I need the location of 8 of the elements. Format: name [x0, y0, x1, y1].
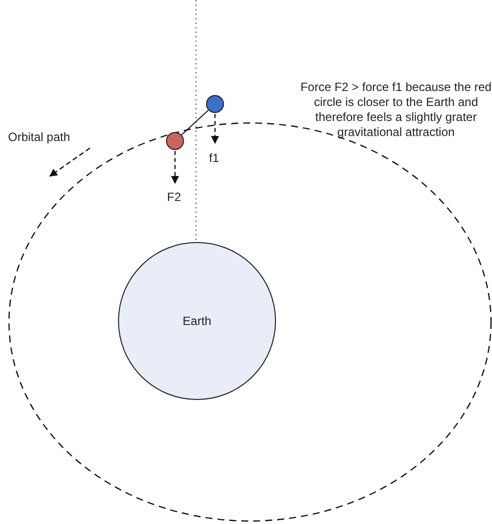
mass-circle: [206, 95, 224, 113]
connector-line: [181, 110, 209, 136]
orbit-label: Orbital path: [8, 130, 70, 145]
planet-label: Earth: [182, 314, 212, 328]
force-label: F2: [167, 190, 182, 205]
mass-circle: [166, 132, 184, 150]
force-label: f1: [209, 151, 220, 166]
note-text: Force F2 > force f1 because the red circle is closer to the Earth and therefore feels a slightly grater gravitational attraction: [299, 80, 492, 140]
